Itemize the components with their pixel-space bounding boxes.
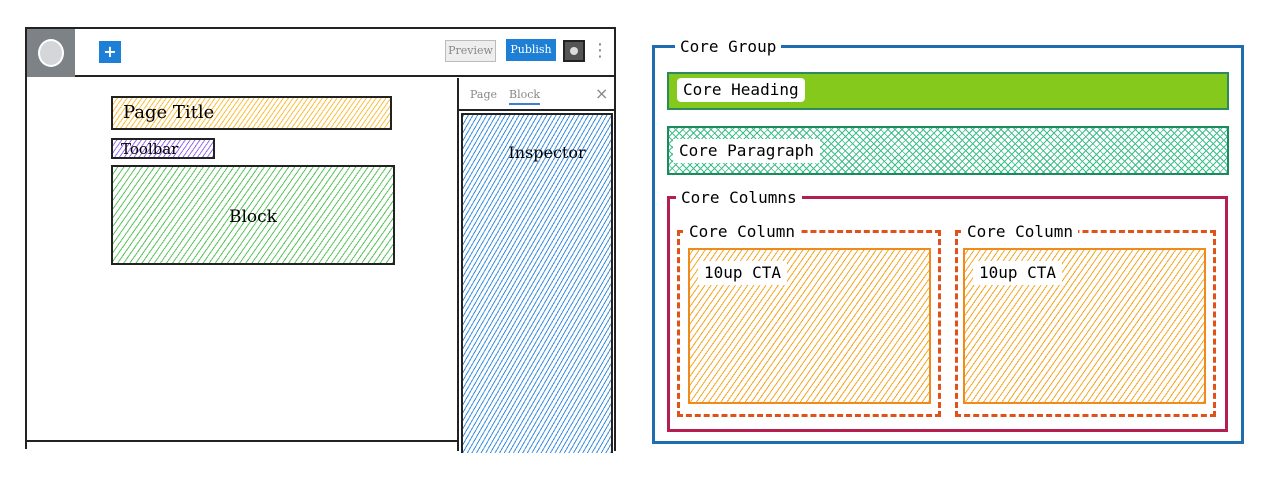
close-icon[interactable]: × — [595, 84, 609, 103]
core-paragraph-label: Core Paragraph — [673, 139, 820, 163]
core-column-label: Core Column — [962, 221, 1078, 243]
cta-block[interactable]: 10up CTA — [688, 248, 931, 404]
add-block-button[interactable]: + — [99, 41, 121, 63]
preview-button[interactable]: Preview — [445, 40, 496, 62]
tab-page[interactable]: Page — [470, 88, 498, 101]
tab-block[interactable]: Block — [509, 88, 541, 105]
sidebar: Page Block × Inspector — [457, 78, 616, 453]
core-paragraph[interactable]: Core Paragraph — [667, 126, 1229, 175]
footer-divider — [27, 440, 458, 442]
cta-label: 10up CTA — [973, 261, 1063, 285]
logo[interactable] — [27, 29, 75, 77]
core-heading-label: Core Heading — [677, 78, 805, 102]
cta-label: 10up CTA — [698, 261, 788, 285]
core-group: Core Group Core Heading Core Paragraph C… — [652, 36, 1244, 444]
core-column-label: Core Column — [684, 221, 800, 243]
editor-wireframe: + Preview Publish ⋮ Page Title Toolbar B… — [25, 27, 616, 453]
core-heading[interactable]: Core Heading — [667, 72, 1229, 110]
page-title-block[interactable]: Page Title — [111, 96, 392, 130]
content-block[interactable]: Block — [111, 165, 395, 265]
settings-button[interactable] — [563, 40, 585, 62]
core-column[interactable]: Core Column 10up CTA — [955, 221, 1216, 417]
block-toolbar[interactable]: Toolbar — [111, 138, 215, 159]
sidebar-tabs: Page Block × — [459, 78, 614, 111]
core-column[interactable]: Core Column 10up CTA — [677, 221, 941, 417]
core-group-label: Core Group — [675, 36, 782, 58]
publish-button[interactable]: Publish — [506, 39, 556, 61]
inspector-label: Inspector — [508, 143, 586, 162]
block-label: Block — [229, 207, 277, 227]
page-title-label: Page Title — [123, 102, 215, 123]
top-bar — [27, 29, 614, 77]
core-columns-label: Core Columns — [676, 187, 802, 209]
logo-circle-icon — [38, 39, 64, 67]
cta-block[interactable]: 10up CTA — [963, 248, 1206, 404]
more-menu-icon[interactable]: ⋮ — [591, 40, 609, 61]
gear-icon — [570, 47, 578, 55]
inspector-panel: Inspector — [461, 113, 613, 453]
core-columns: Core Columns Core Column 10up CTA Core C… — [667, 187, 1228, 432]
toolbar-label: Toolbar — [121, 140, 179, 158]
